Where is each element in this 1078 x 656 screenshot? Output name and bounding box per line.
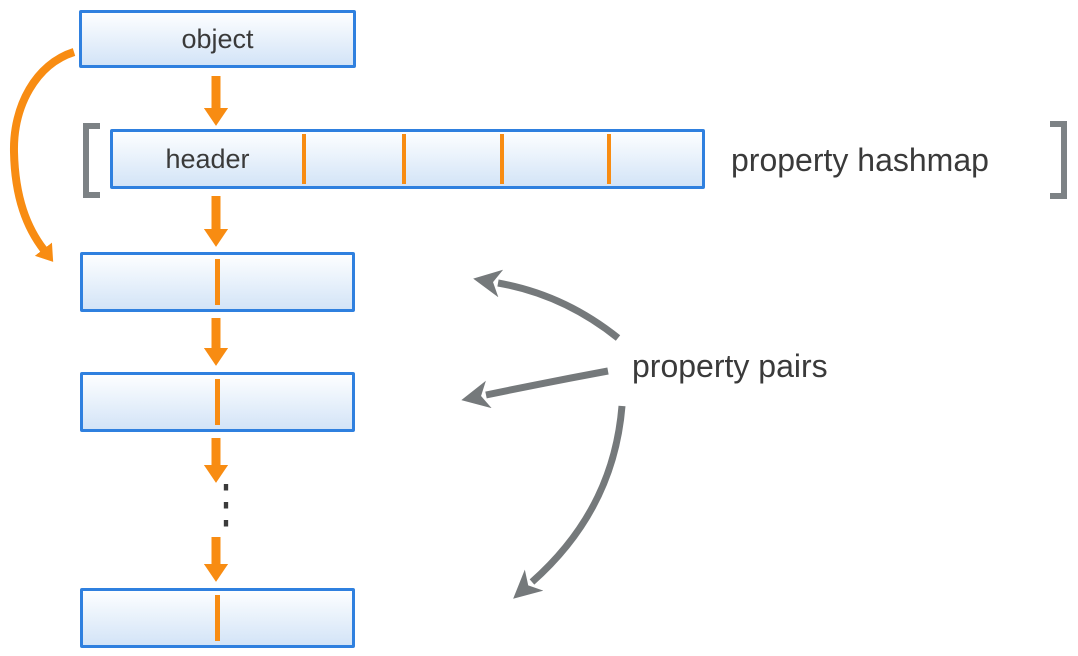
gray-pointer-arrow-bottom (513, 405, 626, 599)
orange-curved-arrow-object-to-pair1 (9, 48, 76, 262)
object-node-box: object (79, 10, 356, 68)
hashmap-cell-divider (402, 134, 406, 184)
bracket-left (83, 123, 100, 198)
property-pair-box-2 (80, 372, 355, 432)
hashmap-cell-divider (500, 134, 504, 184)
pair-cell-divider (215, 259, 220, 305)
vertical-ellipsis: ⋮ (205, 472, 247, 534)
property-hashmap-label: property hashmap (731, 142, 989, 178)
gray-pointer-arrow-middle (461, 367, 609, 409)
gray-pointer-arrow-top (473, 269, 621, 341)
object-node-label: object (181, 23, 254, 54)
hashmap-cell-divider (607, 134, 611, 184)
hashmap-cell-divider (302, 134, 306, 184)
pair-cell-divider (215, 379, 220, 425)
pair-cell-divider (215, 595, 220, 641)
property-pair-box-last (80, 588, 355, 648)
property-hashmap-box: header (110, 129, 705, 189)
bracket-right (1050, 121, 1067, 199)
header-cell-label: header (165, 143, 250, 174)
property-pair-box-1 (80, 252, 355, 312)
property-pairs-label: property pairs (632, 348, 828, 384)
